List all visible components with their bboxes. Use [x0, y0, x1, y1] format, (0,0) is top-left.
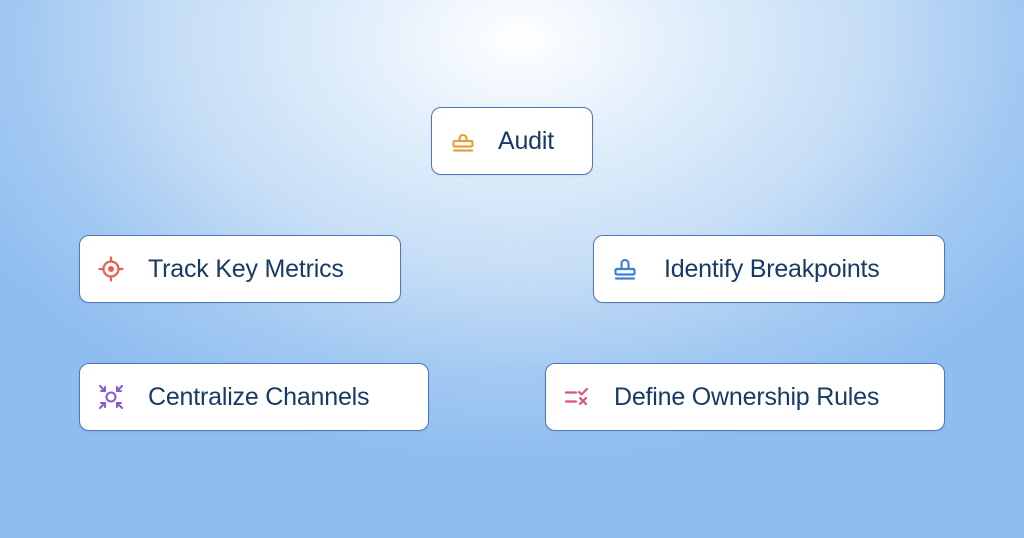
node-audit: Audit [431, 107, 593, 175]
stamp-icon [448, 126, 478, 156]
node-define-ownership-rules: Define Ownership Rules [545, 363, 945, 431]
node-track-key-metrics: Track Key Metrics [79, 235, 401, 303]
node-label: Identify Breakpoints [664, 254, 880, 283]
converge-arrows-icon [96, 382, 126, 412]
node-label: Define Ownership Rules [614, 382, 880, 411]
checklist-x-icon [562, 382, 592, 412]
node-label: Track Key Metrics [148, 254, 344, 283]
node-centralize-channels: Centralize Channels [79, 363, 429, 431]
target-icon [96, 254, 126, 284]
node-identify-breakpoints: Identify Breakpoints [593, 235, 945, 303]
node-label: Audit [498, 126, 554, 155]
node-label: Centralize Channels [148, 382, 370, 411]
stamp-icon [610, 254, 640, 284]
